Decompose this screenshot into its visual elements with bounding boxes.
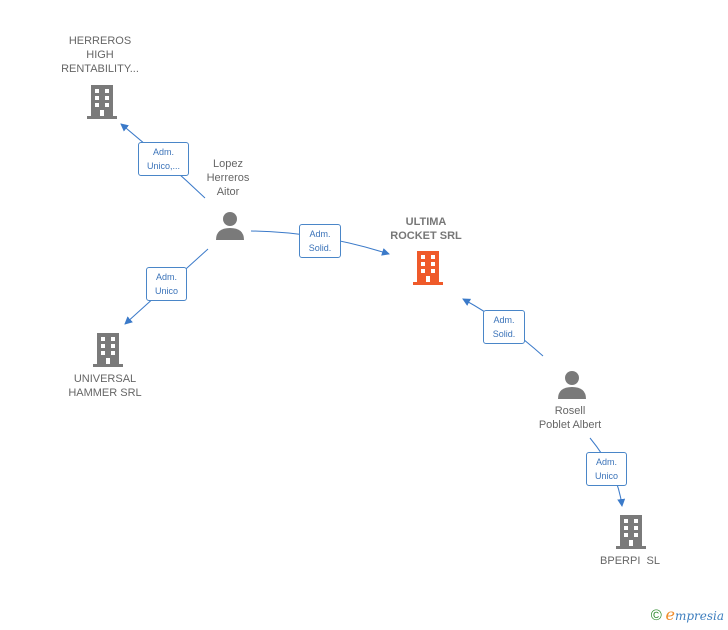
role-line: Solid. <box>492 329 516 339</box>
node-label-line: ULTIMA <box>405 216 447 228</box>
node-label-line: Herreros <box>206 172 250 184</box>
role-box-lopez-ultima[interactable]: Adm. Solid. <box>299 224 341 258</box>
building-icon[interactable] <box>615 514 647 550</box>
role-line: Adm. <box>152 147 174 157</box>
role-line: Adm. <box>155 272 177 282</box>
role-line: Solid. <box>308 243 332 253</box>
node-label-lopez[interactable]: Lopez Herreros Aitor <box>188 157 268 199</box>
building-icon[interactable] <box>86 84 118 120</box>
role-box-rosell-ultima[interactable]: Adm. Solid. <box>483 310 525 344</box>
node-label-ultima[interactable]: ULTIMA ROCKET SRL <box>378 215 474 243</box>
node-label-universal[interactable]: UNIVERSAL HAMMER SRL <box>57 372 153 400</box>
node-label-line: RENTABILITY... <box>61 63 139 75</box>
role-line: Adm. <box>309 229 331 239</box>
node-label-rosell[interactable]: Rosell Poblet Albert <box>522 404 618 432</box>
node-label-line: ROCKET SRL <box>390 230 462 242</box>
role-line: Unico <box>154 286 178 296</box>
building-icon-main[interactable] <box>412 250 444 286</box>
role-box-lopez-universal[interactable]: Adm. Unico <box>146 267 187 301</box>
copyright-icon: © <box>650 607 662 624</box>
node-label-herreros[interactable]: HERREROS HIGH RENTABILITY... <box>52 34 148 76</box>
person-icon[interactable] <box>215 211 245 241</box>
node-label-line: Lopez <box>213 158 243 170</box>
building-icon[interactable] <box>92 332 124 368</box>
role-line: Adm. <box>493 315 515 325</box>
node-label-line: BPERPI SL <box>600 555 660 567</box>
brand-logo: © empresia <box>651 605 724 624</box>
node-label-bperpi[interactable]: BPERPI SL <box>584 554 676 568</box>
node-label-line: Poblet Albert <box>538 419 602 431</box>
node-label-line: HIGH <box>86 49 114 61</box>
role-line: Unico <box>594 471 618 481</box>
node-label-line: Rosell <box>554 405 586 417</box>
role-box-lopez-herreros[interactable]: Adm. Unico,... <box>138 142 189 176</box>
person-icon[interactable] <box>557 370 587 400</box>
role-box-rosell-bperpi[interactable]: Adm. Unico <box>586 452 627 486</box>
role-line: Unico,... <box>146 161 180 171</box>
brand-name: mpresia <box>674 609 724 623</box>
brand-initial: e <box>665 605 675 624</box>
node-label-line: HERREROS <box>68 35 132 47</box>
node-label-line: HAMMER SRL <box>68 387 142 399</box>
node-label-line: UNIVERSAL <box>73 373 137 385</box>
role-line: Adm. <box>595 457 617 467</box>
node-label-line: Aitor <box>216 186 240 198</box>
